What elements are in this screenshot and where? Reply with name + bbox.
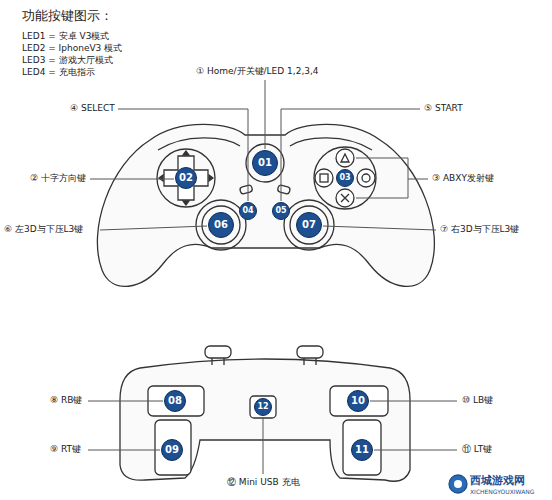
diagram-title: 功能按键图示： <box>22 8 113 24</box>
callout-label: ⑨ RT键 <box>50 444 81 455</box>
callout-number-circle: 02 <box>175 167 197 189</box>
callout-number-circle: 05 <box>272 202 290 220</box>
callout-label: ⑥ 左3D与下压L3键 <box>4 224 83 235</box>
callout-label: ⑫ Mini USB 充电 <box>227 477 300 488</box>
callout-number: 06 <box>214 220 228 230</box>
callout-number-circle: 07 <box>296 212 322 238</box>
callout-number-circle: 03 <box>336 169 354 187</box>
legend-note: LED2 = IphoneV3 模式 <box>22 43 122 54</box>
watermark: 西城游戏网 <box>470 474 525 487</box>
callout-number: 08 <box>168 396 182 406</box>
callout-label: ④ SELECT <box>70 103 115 114</box>
callout-label: ⑦ 右3D与下压L3键 <box>440 224 519 235</box>
legend-note: LED1 = 安卓 V3模式 <box>22 31 109 42</box>
callout-number: 03 <box>339 174 350 182</box>
callout-label: ⑪ LT键 <box>462 444 492 455</box>
legend-note: LED4 = 充电指示 <box>22 67 95 78</box>
callout-number-circle: 01 <box>252 150 278 176</box>
callout-number: 02 <box>179 173 193 183</box>
callout-number: 01 <box>258 158 272 168</box>
callout-number-circle: 10 <box>347 390 369 412</box>
callout-number-circle: 12 <box>254 398 272 416</box>
callout-label: ③ ABXY发射键 <box>432 173 494 184</box>
callout-number: 05 <box>275 207 286 215</box>
callout-number: 04 <box>242 207 253 215</box>
callout-label: ⑧ RB键 <box>50 395 82 406</box>
callout-number: 11 <box>355 445 369 455</box>
callout-label: ⑤ START <box>424 103 463 114</box>
callout-number: 12 <box>257 403 268 411</box>
callout-number-circle: 06 <box>208 212 234 238</box>
callout-number-circle: 04 <box>239 202 257 220</box>
callout-number: 07 <box>302 220 316 230</box>
callout-label: ② 十字方向键 <box>30 173 86 184</box>
callout-label: ⑩ LB键 <box>462 395 493 406</box>
callout-number-circle: 11 <box>351 439 373 461</box>
legend-note: LED3 = 游戏大厅模式 <box>22 55 113 66</box>
watermark: XICHENGYOUXIWANG <box>470 488 534 495</box>
callout-number: 10 <box>351 396 365 406</box>
callout-number-circle: 09 <box>161 439 183 461</box>
callout-number: 09 <box>165 445 179 455</box>
callout-number-circle: 08 <box>164 390 186 412</box>
callout-label: ① Home/开关键/LED 1,2,3,4 <box>196 66 319 77</box>
